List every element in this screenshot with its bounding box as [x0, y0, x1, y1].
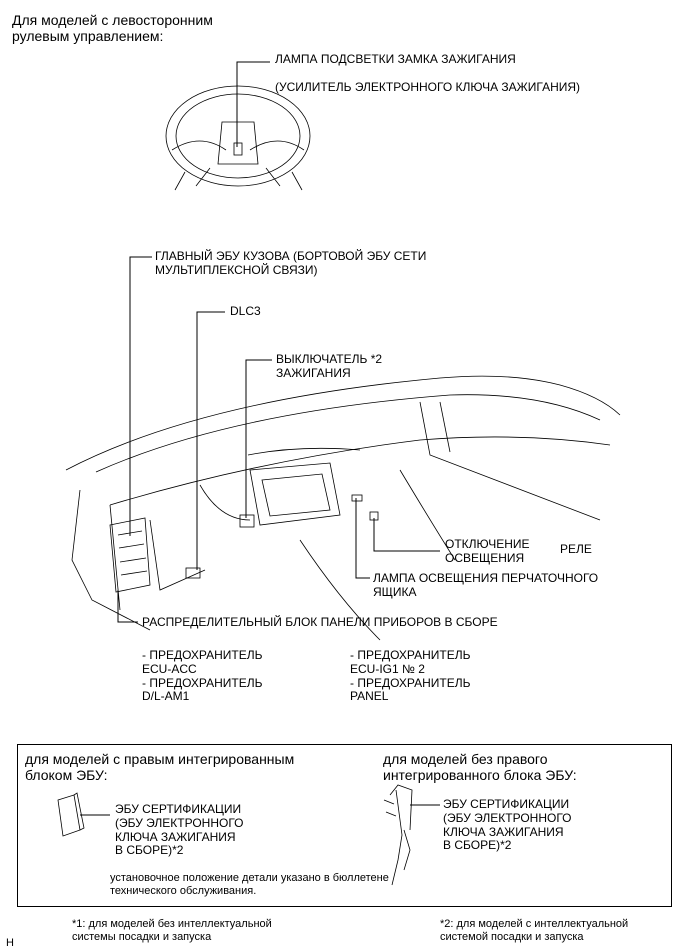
left-certification-ecu-label: ЭБУ СЕРТИФИКАЦИИ (ЭБУ ЭЛЕКТРОННОГО КЛЮЧА…	[115, 802, 244, 858]
installation-note: установочное положение детали указано в …	[110, 872, 389, 897]
corner-mark: H	[6, 937, 14, 949]
glovebox-lamp-label: ЛАМПА ОСВЕЩЕНИЯ ПЕРЧАТОЧНОГО ЯЩИКА	[373, 571, 599, 599]
body-ecu-label: ГЛАВНЫЙ ЭБУ КУЗОВА (БОРТОВОЙ ЭБУ СЕТИ МУ…	[155, 249, 427, 277]
right-certification-ecu-label: ЭБУ СЕРТИФИКАЦИИ (ЭБУ ЭЛЕКТРОННОГО КЛЮЧА…	[443, 797, 572, 853]
footnote-1: *1: для моделей без интеллектуальной сис…	[72, 918, 272, 943]
steering-wheel-illustration	[165, 85, 311, 191]
dlc3-label: DLC3	[230, 304, 261, 318]
fuses-left-list: - ПРЕДОХРАНИТЕЛЬ ECU-ACC - ПРЕДОХРАНИТЕЛ…	[142, 648, 263, 704]
ignition-lamp-label: ЛАМПА ПОДСВЕТКИ ЗАМКА ЗАЖИГАНИЯ	[275, 52, 516, 66]
junction-block-label: РАСПРЕДЕЛИТЕЛЬНЫЙ БЛОК ПАНЕЛИ ПРИБОРОВ В…	[142, 615, 498, 629]
light-cut-label: ОТКЛЮЧЕНИЕ ОСВЕЩЕНИЯ	[445, 537, 530, 565]
certification-ecu-right-illustration	[383, 784, 413, 886]
fuses-right-list: - ПРЕДОХРАНИТЕЛЬ ECU-IG1 № 2 - ПРЕДОХРАН…	[350, 648, 471, 704]
right-variant-title: для моделей без правого интегрированного…	[383, 751, 577, 784]
ignition-amplifier-label: (УСИЛИТЕЛЬ ЭЛЕКТРОННОГО КЛЮЧА ЗАЖИГАНИЯ)	[275, 80, 581, 94]
certification-ecu-left-illustration	[57, 792, 85, 837]
dashboard-illustration	[65, 375, 621, 641]
footnote-2: *2: для моделей с интеллектуальной систе…	[440, 918, 629, 943]
page-header: Для моделей с левосторонним рулевым упра…	[12, 12, 213, 45]
ecu-variants-box	[17, 744, 672, 907]
relay-label: РЕЛЕ	[560, 542, 592, 556]
ignition-switch-label: ВЫКЛЮЧАТЕЛЬ *2 ЗАЖИГАНИЯ	[276, 352, 383, 380]
left-variant-title: для моделей с правым интегрированным бло…	[25, 751, 295, 784]
